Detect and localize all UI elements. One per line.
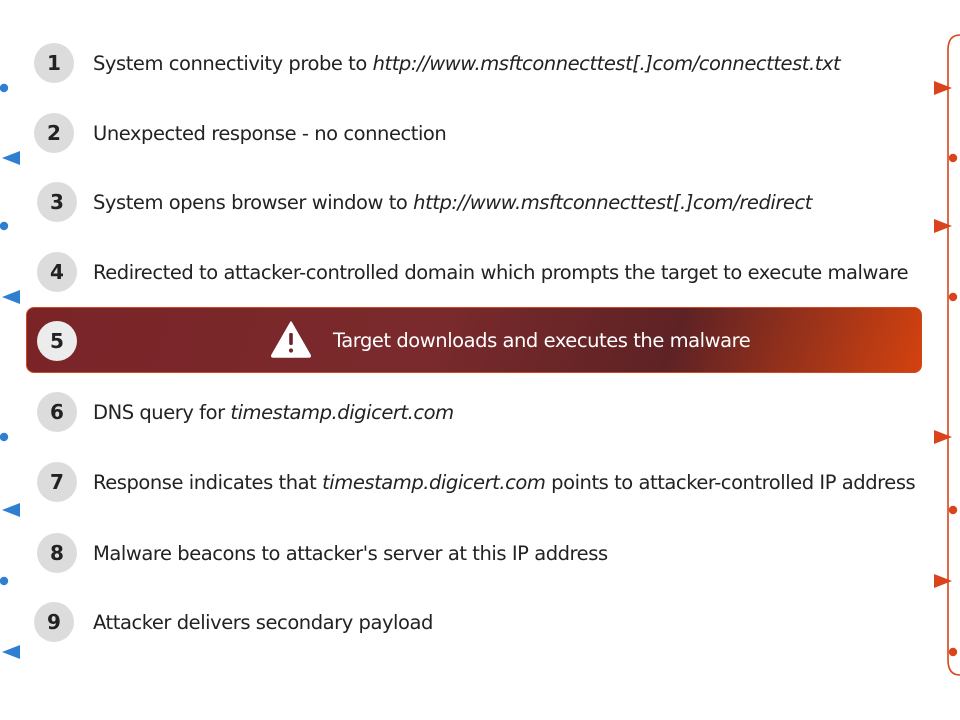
step-label: System opens browser window to http://ww… (93, 191, 812, 215)
step-label: DNS query for timestamp.digicert.com (93, 401, 454, 425)
step-label-text: Unexpected response - no connection (93, 122, 447, 145)
step-number-badge: 9 (34, 602, 74, 642)
step-label: Attacker delivers secondary payload (93, 611, 433, 635)
step-label-text: Malware beacons to attacker's server at … (93, 542, 608, 565)
arrowhead (934, 219, 952, 233)
step-label-text: System opens browser window to (93, 191, 414, 214)
step-label-text: Response indicates that (93, 471, 323, 494)
arrow-left (2, 503, 958, 517)
arrow-right (0, 81, 952, 95)
arrowhead (2, 151, 20, 165)
step-number-badge: 1 (34, 43, 74, 83)
warning-triangle-icon (270, 321, 312, 358)
step-label-text: Attacker delivers secondary payload (93, 611, 433, 634)
step-number-badge: 3 (37, 182, 77, 222)
arrow-origin-dot (948, 505, 958, 515)
step-label-url: http://www.msftconnecttest[.]com/connect… (372, 52, 841, 75)
arrow-right (0, 430, 952, 444)
step-label: System connectivity probe to http://www.… (93, 52, 841, 76)
step-label-text: DNS query for (93, 401, 231, 424)
step-label-text: Redirected to attacker-controlled domain… (93, 261, 909, 284)
step-label: Redirected to attacker-controlled domain… (93, 261, 909, 285)
arrow-right (0, 574, 952, 588)
arrow-origin-dot (0, 221, 9, 231)
step-label-url: http://www.msftconnecttest[.]com/redirec… (413, 191, 812, 214)
arrow-left (2, 290, 958, 304)
arrow-left (2, 151, 958, 165)
arrow-origin-dot (948, 153, 958, 163)
step-label-url: timestamp.digicert.com (230, 401, 454, 424)
step-label: Response indicates that timestamp.digice… (93, 471, 916, 495)
step-number-badge: 8 (37, 533, 77, 573)
step-number-badge: 6 (37, 392, 77, 432)
arrowhead (2, 645, 20, 659)
step-label-text: points to attacker-controlled IP address (545, 471, 916, 494)
arrow-origin-dot (0, 432, 9, 442)
arrow-right (0, 219, 952, 233)
arrow-origin-dot (948, 647, 958, 657)
step-number-badge: 7 (37, 462, 77, 502)
step-5-banner: 5 Target downloads and executes the malw… (26, 307, 922, 373)
right-side-bracket (947, 34, 960, 676)
arrowhead (2, 290, 20, 304)
arrow-origin-dot (948, 292, 958, 302)
arrowhead (934, 430, 952, 444)
step-number-badge: 4 (37, 252, 77, 292)
arrowhead (934, 574, 952, 588)
arrowhead (2, 503, 20, 517)
arrow-left (2, 645, 958, 659)
step-label-url: timestamp.digicert.com (322, 471, 546, 494)
arrow-origin-dot (0, 576, 9, 586)
arrow-origin-dot (0, 83, 9, 93)
arrowhead (934, 81, 952, 95)
step-label: Unexpected response - no connection (93, 122, 447, 146)
banner-text: Target downloads and executes the malwar… (333, 329, 751, 352)
step-label-text: System connectivity probe to (93, 52, 373, 75)
step-number-badge: 5 (37, 321, 77, 361)
step-number-badge: 2 (34, 113, 74, 153)
step-label: Malware beacons to attacker's server at … (93, 542, 608, 566)
